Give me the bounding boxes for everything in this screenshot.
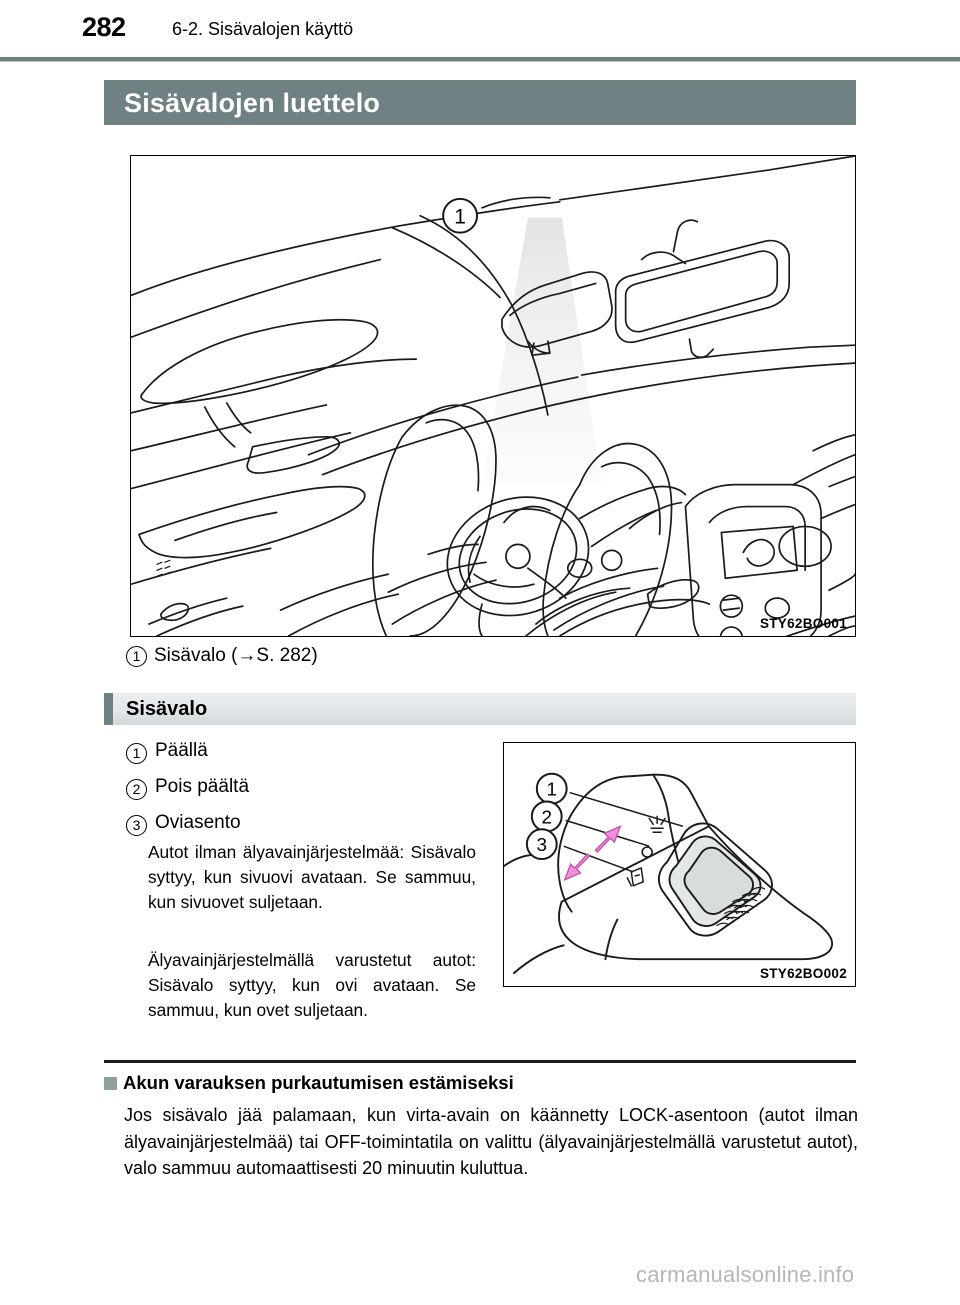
paragraph-with-smart-key: Älyavainjärjestelmällä varustetut autot:… bbox=[148, 950, 476, 1020]
subsection-header: Sisävalo bbox=[104, 693, 856, 725]
subsection-accent-bar bbox=[104, 693, 113, 725]
list-item-label: Pois päältä bbox=[155, 776, 250, 797]
section-divider bbox=[104, 1060, 856, 1063]
callout-number-1: 1 bbox=[126, 743, 147, 764]
callout-number-1: 1 bbox=[126, 645, 147, 667]
page-number: 282 bbox=[82, 12, 126, 42]
list-item: 1 Päällä bbox=[126, 740, 476, 764]
svg-text:3: 3 bbox=[537, 834, 548, 855]
callout-number-3: 3 bbox=[126, 815, 147, 836]
figure1-caption: 1 Sisävalo (→S. 282) bbox=[126, 645, 318, 667]
figure2-callout-3: 3 bbox=[525, 828, 558, 861]
notice-heading: Akun varauksen purkautumisen estämiseksi bbox=[104, 1072, 514, 1094]
figure1-callout-1: 1 bbox=[442, 197, 479, 234]
figure2-code: STY62BO002 bbox=[759, 966, 847, 981]
figure-dome-light-switch: 1 2 3 STY62BO002 bbox=[503, 742, 856, 987]
paragraph-without-smart-key: Autot ilman älyavainjärjestelmää: Sisäva… bbox=[148, 842, 476, 912]
car-interior-drawing: 1 bbox=[131, 156, 855, 636]
running-title: 6-2. Sisävalojen käyttö bbox=[172, 19, 354, 39]
switch-direction-arrow bbox=[563, 825, 622, 882]
subsection-title: Sisävalo bbox=[126, 698, 208, 720]
svg-text:2: 2 bbox=[541, 806, 552, 827]
running-head: 282 6-2. Sisävalojen käyttö bbox=[0, 8, 960, 46]
list-item-label: Päällä bbox=[155, 740, 208, 761]
square-bullet-icon bbox=[104, 1076, 117, 1090]
header-rule bbox=[0, 57, 960, 61]
list-item: 3 Oviasento bbox=[126, 812, 476, 836]
dome-light-drawing: 1 2 3 bbox=[504, 772, 834, 975]
notice-body: Jos sisävalo jää palamaan, kun virta-ava… bbox=[124, 1105, 858, 1178]
svg-text:1: 1 bbox=[454, 206, 466, 229]
section-banner: Sisävalojen luettelo bbox=[104, 80, 856, 125]
figure-car-interior: 1 STY62BO001 bbox=[130, 155, 856, 637]
figure1-code: STY62BO001 bbox=[759, 616, 847, 631]
section-banner-title: Sisävalojen luettelo bbox=[124, 88, 381, 118]
switch-position-list: 1 Päällä 2 Pois päältä 3 Oviasento bbox=[126, 740, 476, 848]
notice-heading-text: Akun varauksen purkautumisen estämiseksi bbox=[123, 1072, 514, 1093]
list-item-label: Oviasento bbox=[155, 812, 241, 833]
list-item: 2 Pois päältä bbox=[126, 776, 476, 800]
svg-text:1: 1 bbox=[546, 779, 557, 800]
site-watermark: carmanualsonline.info bbox=[636, 1262, 855, 1287]
header-rule-shadow bbox=[0, 61, 960, 62]
figure2-callout-2: 2 bbox=[530, 800, 563, 833]
callout-number-2: 2 bbox=[126, 779, 147, 800]
figure1-caption-text: Sisävalo (→S. 282) bbox=[154, 645, 318, 666]
figure2-callout-1: 1 bbox=[535, 772, 568, 805]
